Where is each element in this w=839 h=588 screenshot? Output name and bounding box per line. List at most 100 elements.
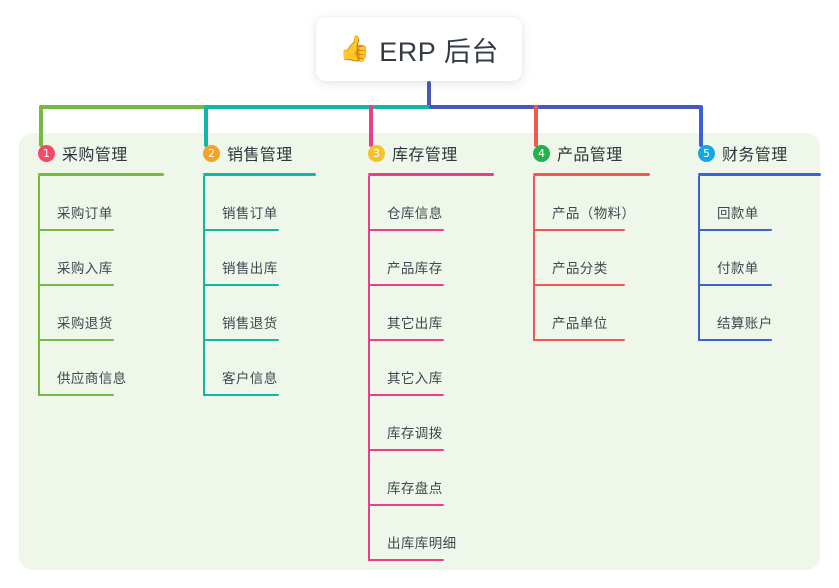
branch-header-4[interactable]: 4 产品管理 [514,140,674,166]
branch-item[interactable]: 销售订单 [184,176,344,231]
thumbs-up-icon: 👍 [339,34,371,63]
branch-item[interactable]: 付款单 [679,231,821,286]
connector-drop-4 [534,105,538,147]
branch-item-rule [698,229,772,231]
branch-item-label: 库存调拨 [387,426,443,441]
branch-number-badge: 4 [533,144,550,162]
branch-spine [533,176,535,341]
branch-spine [368,176,370,561]
connector-drop-5 [699,105,703,147]
branches-panel [19,133,820,570]
branch-item-label: 产品单位 [552,316,608,331]
branch-number-badge: 2 [203,144,220,162]
branch-number-badge: 5 [698,144,715,162]
branch-item-rule [38,229,114,231]
branch-item[interactable]: 结算账户 [679,286,821,341]
branch-item-rule [368,339,444,341]
branch-header-3[interactable]: 3 库存管理 [349,140,509,166]
branch-item[interactable]: 产品库存 [349,231,509,286]
branch-title: 产品管理 [557,147,623,164]
connector-drop-2 [204,105,208,147]
branch-item[interactable]: 客户信息 [184,341,344,396]
connector-drop-1 [39,105,43,147]
branch-spine [203,176,205,396]
branch-column-3: 3 库存管理仓库信息产品库存其它出库其它入库库存调拨库存盘点出库库明细 [349,140,509,561]
branch-title: 库存管理 [392,147,458,164]
branch-item-list: 仓库信息产品库存其它出库其它入库库存调拨库存盘点出库库明细 [349,176,509,561]
branch-header-rule [533,173,650,176]
branch-item[interactable]: 供应商信息 [19,341,179,396]
connector-horizontal [204,105,431,109]
branch-item-list: 采购订单采购入库采购退货供应商信息 [19,176,179,396]
branch-column-2: 2 销售管理销售订单销售出库销售退货客户信息 [184,140,344,396]
connector-horizontal [429,105,701,109]
root-node[interactable]: 👍 ERP 后台 [316,17,522,81]
branch-item-label: 销售出库 [222,261,278,276]
branch-item-rule [368,229,444,231]
branch-item[interactable]: 采购入库 [19,231,179,286]
branch-item-rule [38,394,114,396]
branch-item-rule [368,559,444,561]
branch-item-rule [38,284,114,286]
branch-item-list: 产品（物料） 产品分类产品单位 [514,176,674,341]
connector-horizontal [39,105,206,109]
branch-item-rule [203,339,279,341]
branch-item-rule [368,284,444,286]
branch-item[interactable]: 产品单位 [514,286,674,341]
root-title: ERP 后台 [379,36,499,67]
branch-header-1[interactable]: 1 采购管理 [19,140,179,166]
branch-item-rule [698,339,772,341]
branch-header-rule [38,173,164,176]
branch-item-rule [203,229,279,231]
branch-item[interactable]: 销售退货 [184,286,344,341]
branch-item[interactable]: 产品（物料） [514,176,674,231]
branch-item-rule [38,339,114,341]
branch-item[interactable]: 回款单 [679,176,821,231]
branch-item-label: 销售退货 [222,316,278,331]
branch-item[interactable]: 采购退货 [19,286,179,341]
branch-item-rule [203,284,279,286]
branch-item[interactable]: 出库库明细 [349,506,509,561]
branch-item[interactable]: 其它入库 [349,341,509,396]
branch-spine [698,176,700,341]
branch-item-label: 仓库信息 [387,206,443,221]
branch-header-2[interactable]: 2 销售管理 [184,140,344,166]
branch-number-badge: 3 [368,144,385,162]
branch-item-label: 销售订单 [222,206,278,221]
branch-item-rule [368,504,444,506]
branch-item-rule [533,229,625,231]
branch-item-label: 采购退货 [57,316,113,331]
branch-item-label: 其它入库 [387,371,443,386]
branch-item[interactable]: 销售出库 [184,231,344,286]
branch-item-label: 付款单 [717,261,759,276]
branch-item[interactable]: 采购订单 [19,176,179,231]
branch-item-label: 库存盘点 [387,481,443,496]
branch-item-label: 出库库明细 [387,536,457,551]
branch-spine [38,176,40,396]
connector-drop-3 [369,105,373,147]
branch-item[interactable]: 仓库信息 [349,176,509,231]
branch-item-rule [203,394,279,396]
branch-title: 销售管理 [227,147,293,164]
branch-item-label: 采购入库 [57,261,113,276]
branch-header-rule [368,173,494,176]
branch-item-label: 回款单 [717,206,759,221]
root-connector-line [427,81,431,107]
branch-title: 采购管理 [62,147,128,164]
branch-item[interactable]: 产品分类 [514,231,674,286]
branch-number-badge: 1 [38,144,55,162]
branch-item[interactable]: 库存调拨 [349,396,509,451]
branch-item-label: 产品库存 [387,261,443,276]
branch-item-label: 供应商信息 [57,371,127,386]
branch-item-label: 产品（物料） [552,206,636,221]
branch-item-label: 采购订单 [57,206,113,221]
branch-item[interactable]: 库存盘点 [349,451,509,506]
branch-item[interactable]: 其它出库 [349,286,509,341]
branch-item-rule [533,284,625,286]
branch-item-label: 客户信息 [222,371,278,386]
branch-item-label: 产品分类 [552,261,608,276]
branch-item-label: 其它出库 [387,316,443,331]
